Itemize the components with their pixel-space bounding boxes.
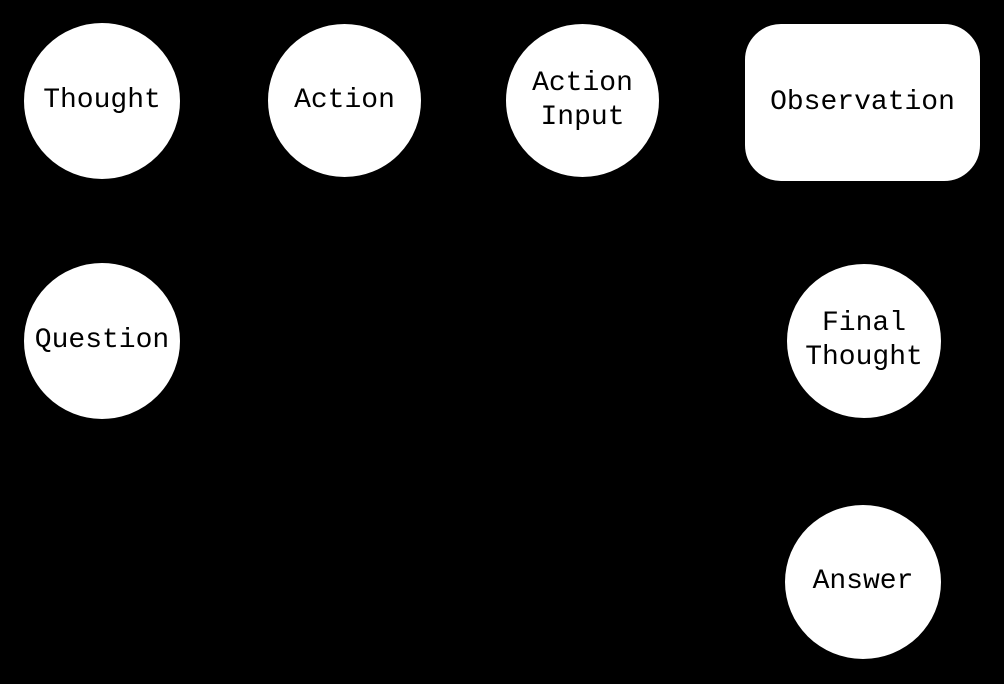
node-label: Final [821,308,906,339]
node-action: Action [266,22,423,179]
node-label: Question [34,325,170,356]
node-observation: Observation [743,22,982,183]
node-answer: Answer [783,503,943,661]
node-label: Input [540,101,625,133]
node-thought: Thought [22,21,182,181]
node-label: Answer [812,566,914,597]
node-label: Action [294,84,395,116]
node-label: Observation [770,86,955,118]
node-question: Question [22,261,182,421]
node-label: Thought [43,85,161,116]
node-label: Thought [805,342,923,373]
node-label: Action [532,67,633,99]
